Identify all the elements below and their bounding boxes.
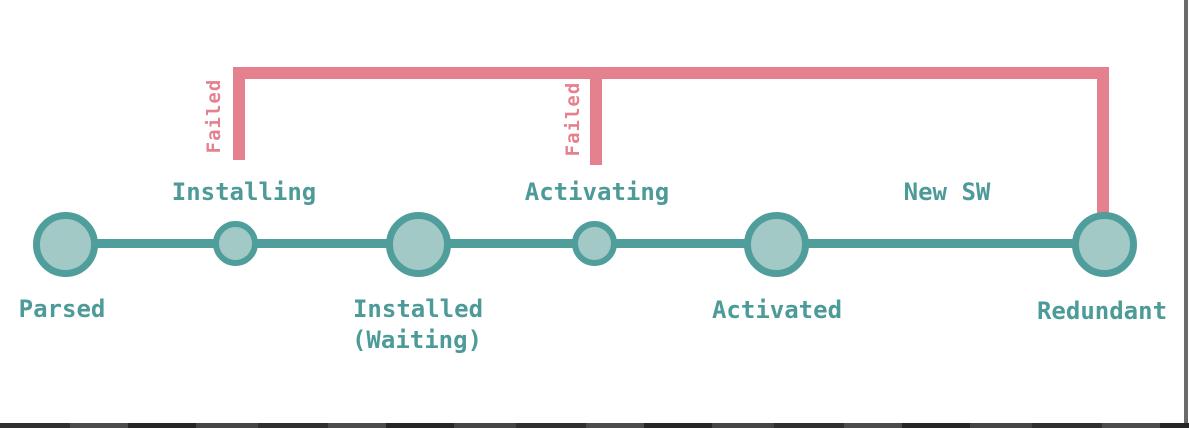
node-installing-label: Installing [171,178,317,206]
failed-path-top-line [233,67,1109,79]
node-redundant-label: Redundant [1036,297,1168,325]
node-installed-label: Installed [352,295,484,323]
failed-label-installing: Failed [203,78,225,154]
node-redundant-circle [1072,212,1137,277]
node-installing-circle [213,221,258,266]
failed-path-activating-line [590,67,602,165]
node-activating-label: Activating [524,178,670,206]
node-activating-circle [572,221,617,266]
window-edge-bottom [0,423,1189,428]
new-sw-annotation: New SW [903,178,991,206]
failed-label-activating: Failed [562,81,584,157]
window-edge-right [1184,0,1188,428]
failed-path-installing-line [233,67,245,160]
node-installed-circle [386,212,451,277]
node-installed-sublabel: (Waiting) [351,326,483,354]
node-parsed-circle [33,212,98,277]
node-activated-label: Activated [711,296,843,324]
node-activated-circle [744,212,809,277]
failed-path-redundant-line [1097,67,1109,216]
node-parsed-label: Parsed [18,295,106,323]
